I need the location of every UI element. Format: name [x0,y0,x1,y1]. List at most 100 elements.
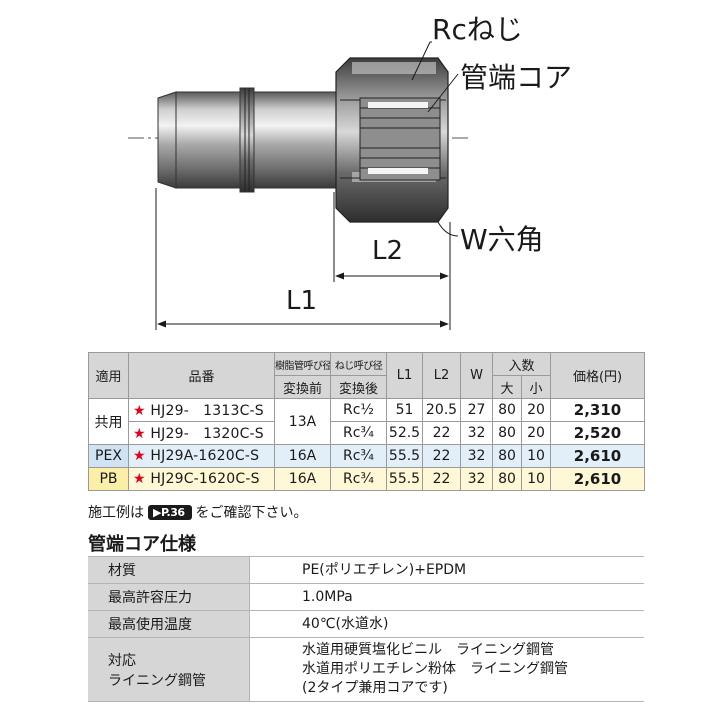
l1-cell: 52.5 [386,421,423,445]
spec-key: 対応 ライニング鋼管 [88,637,250,702]
spec-key: 最高許容圧力 [88,583,250,611]
table-row: PEX ★ HJ29A-1620C-S 16A Rc¾ 55.5 22 32 8… [88,444,646,468]
col-resin-before: 変換前 [274,375,331,399]
price-cell: 2,610 [550,444,646,468]
part-number: HJ29C-1620C-S [150,471,260,487]
col-thread-after: 変換後 [330,375,387,399]
page-reference-link[interactable]: ▶P.36 [148,505,192,520]
thread-cell: Rc¾ [330,467,387,491]
table-row: 共用 ★ HJ29- 1313C-S 13A Rc½ 51 20.5 27 80… [88,398,646,445]
star-icon: ★ [133,448,146,464]
star-icon: ★ [133,403,146,419]
play-icon: ▶ [153,506,161,519]
use-cell: PB [88,467,129,491]
star-icon: ★ [133,471,146,487]
use-cell: PEX [88,444,129,468]
col-quantity: 入数 [491,352,552,376]
w-hex-callout: W六角 [460,223,544,256]
qty-small-cell: 20 [520,398,552,422]
pipe-core-callout: 管端コア [460,61,573,94]
spec-value: 1.0MPa [249,583,644,611]
pipe-body [175,91,241,189]
spec-key-line: 対応 [108,652,136,669]
part-number: HJ29- 1320C-S [150,426,264,442]
col-price: 価格(円) [550,352,646,399]
spec-value-line: 水道用ポリエチレン粉体 ライニング鋼管 [302,661,568,677]
spec-key: 最高使用温度 [88,610,250,638]
star-icon: ★ [133,426,146,442]
col-thread-size: ねじ呼び径 [330,352,387,376]
part-number: HJ29- 1313C-S [150,403,264,419]
rc-thread-callout: Rcねじ [432,13,523,46]
spec-row: 最高使用温度 40℃(水道水) [88,610,644,638]
part-number: HJ29A-1620C-S [150,448,260,464]
spec-row: 対応 ライニング鋼管 水道用硬質塩化ビニル ライニング鋼管 水道用ポリエチレン粉… [88,637,644,702]
spec-row: 材質 PE(ポリエチレン)+EPDM [88,556,644,584]
l1-cell: 55.5 [386,467,423,491]
qty-small-cell: 10 [520,444,552,468]
table-row: PB ★ HJ29C-1620C-S 16A Rc¾ 55.5 22 32 80… [88,467,646,491]
l2-cell: 22 [422,421,461,445]
col-w: W [460,352,493,399]
col-qty-large: 大 [492,375,522,399]
note-text-before: 施工例は [88,505,144,521]
l2-cell: 22 [422,444,461,468]
part-number-cell: ★ HJ29C-1620C-S [128,467,275,491]
resin-cell: 16A [274,467,331,491]
qty-small-cell: 10 [520,467,552,491]
note-text-after: をご確認下さい。 [195,505,308,521]
thread-cell: Rc½ [330,398,387,422]
qty-large-cell: 80 [492,398,522,422]
price-cell: 2,310 [550,398,646,422]
thread-cell: Rc¾ [330,421,387,445]
part-number-cell: ★ HJ29- 1313C-S [128,398,275,422]
price-cell: 2,610 [550,467,646,491]
thread-cell: Rc¾ [330,444,387,468]
pipe-groove [239,87,255,193]
spec-value-line: (2タイプ兼用コアです) [302,680,448,696]
resin-cell: 16A [274,444,331,468]
l2-cell: 20.5 [422,398,461,422]
price-cell: 2,520 [550,421,646,445]
spec-value: 水道用硬質塩化ビニル ライニング鋼管 水道用ポリエチレン粉体 ライニング鋼管 (… [249,637,644,702]
product-spec-table: 適用 品番 樹脂管呼び径 ねじ呼び径 L1 L2 W 入数 価格(円) 変換前 … [88,352,646,491]
part-number-cell: ★ HJ29- 1320C-S [128,421,275,445]
l2-label: L2 [372,236,404,266]
pipe-insert-end [157,91,177,189]
l1-label: L1 [286,286,318,316]
spec-key: 材質 [88,556,250,584]
spec-key-line: ライニング鋼管 [108,672,206,689]
section-title: 管端コア仕様 [88,534,196,555]
w-cell: 27 [460,398,493,422]
spec-row: 最高許容圧力 1.0MPa [88,583,644,611]
w-cell: 32 [460,421,493,445]
core-section [359,97,441,181]
l1-cell: 55.5 [386,444,423,468]
w-cell: 32 [460,467,493,491]
col-l2: L2 [422,352,461,399]
col-l1: L1 [386,352,423,399]
qty-large-cell: 80 [492,467,522,491]
qty-large-cell: 80 [492,444,522,468]
resin-cell: 13A [274,398,331,445]
pipe-neck [253,91,337,189]
col-use: 適用 [88,352,129,399]
core-spec-table: 材質 PE(ポリエチレン)+EPDM 最高許容圧力 1.0MPa 最高使用温度 … [88,556,644,702]
w-cell: 32 [460,444,493,468]
qty-large-cell: 80 [492,421,522,445]
col-qty-small: 小 [520,375,552,399]
spec-value-line: 水道用硬質塩化ビニル ライニング鋼管 [302,642,554,658]
page-number: P.36 [160,506,185,519]
qty-small-cell: 20 [520,421,552,445]
fitting-drawing [128,41,468,330]
col-part-no: 品番 [128,352,275,399]
use-cell: 共用 [88,398,129,445]
part-number-cell: ★ HJ29A-1620C-S [128,444,275,468]
spec-value: PE(ポリエチレン)+EPDM [249,556,644,584]
spec-value: 40℃(水道水) [249,610,644,638]
l2-cell: 22 [422,467,461,491]
col-resin-pipe-size: 樹脂管呼び径 [274,352,331,376]
l1-cell: 51 [386,398,423,422]
table-row: ★ HJ29- 1320C-S Rc¾ 52.5 22 32 80 20 2,5… [89,421,646,445]
